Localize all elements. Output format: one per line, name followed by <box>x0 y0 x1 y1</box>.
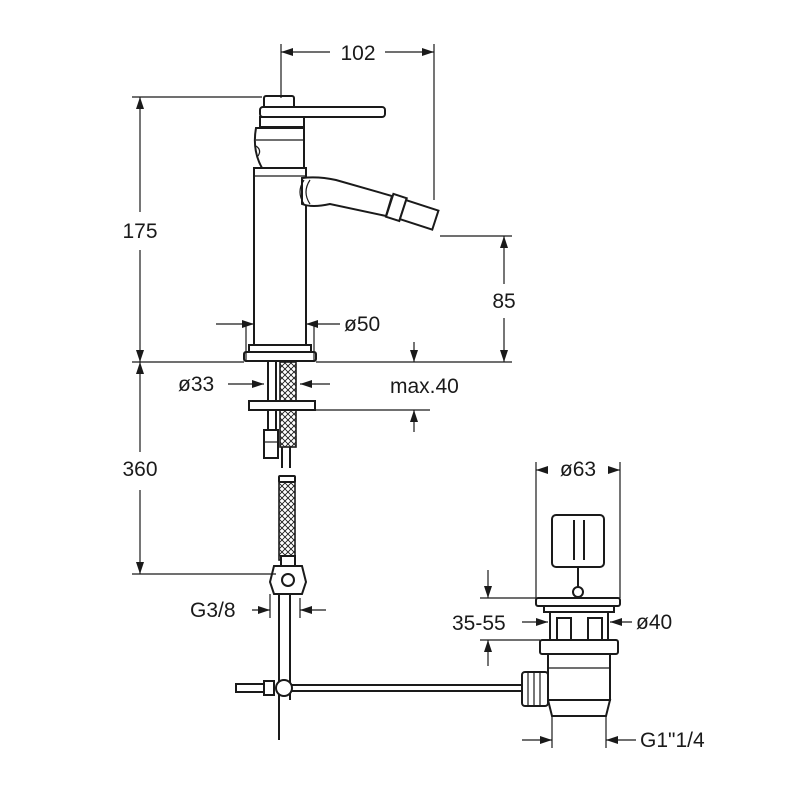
waste-nut <box>539 639 619 655</box>
mixer-tap <box>243 95 440 362</box>
dim-range-label: 35-55 <box>452 612 506 635</box>
mixer-body <box>253 167 307 346</box>
cartridge-cap <box>253 127 305 169</box>
dim-waste-diameter-label: ø63 <box>560 458 596 481</box>
lever-base <box>259 116 305 128</box>
flexible-connector <box>263 429 279 459</box>
linkage-housing <box>521 671 549 707</box>
flange-upper <box>248 344 312 353</box>
dimension-labels: 102 175 85 ø50 ø33 max.40 360 G3/8 ø63 3… <box>122 42 705 752</box>
waste-tail <box>547 653 611 701</box>
dim-g38-thread-label: G3/8 <box>190 599 236 622</box>
dim-width-label: 102 <box>340 42 375 65</box>
dim-body-diameter-label: ø50 <box>344 313 380 336</box>
popup-waste <box>521 514 621 717</box>
lever-handle <box>259 106 386 118</box>
waste-flange <box>535 597 621 607</box>
pull-rod-end <box>235 683 265 693</box>
fixing-plate <box>248 400 316 411</box>
dim-waste-inner-diameter-label: ø40 <box>636 611 672 634</box>
dim-shank-diameter-label: ø33 <box>178 373 214 396</box>
waste-plug-head <box>551 514 605 568</box>
dim-spout-height-label: 85 <box>492 290 515 313</box>
dimension-lines <box>132 44 636 748</box>
mounting-assembly <box>235 361 522 740</box>
dim-hose-length-label: 360 <box>122 458 157 481</box>
base-flange <box>243 351 317 362</box>
linkage-clip <box>275 679 293 697</box>
flexible-hose <box>278 479 296 561</box>
dim-height-label: 175 <box>122 220 157 243</box>
aerator <box>398 198 440 231</box>
spout <box>301 176 394 218</box>
dim-g114-thread-label: G1"1/4 <box>640 729 705 752</box>
dim-max-thickness-label: max.40 <box>390 375 459 398</box>
